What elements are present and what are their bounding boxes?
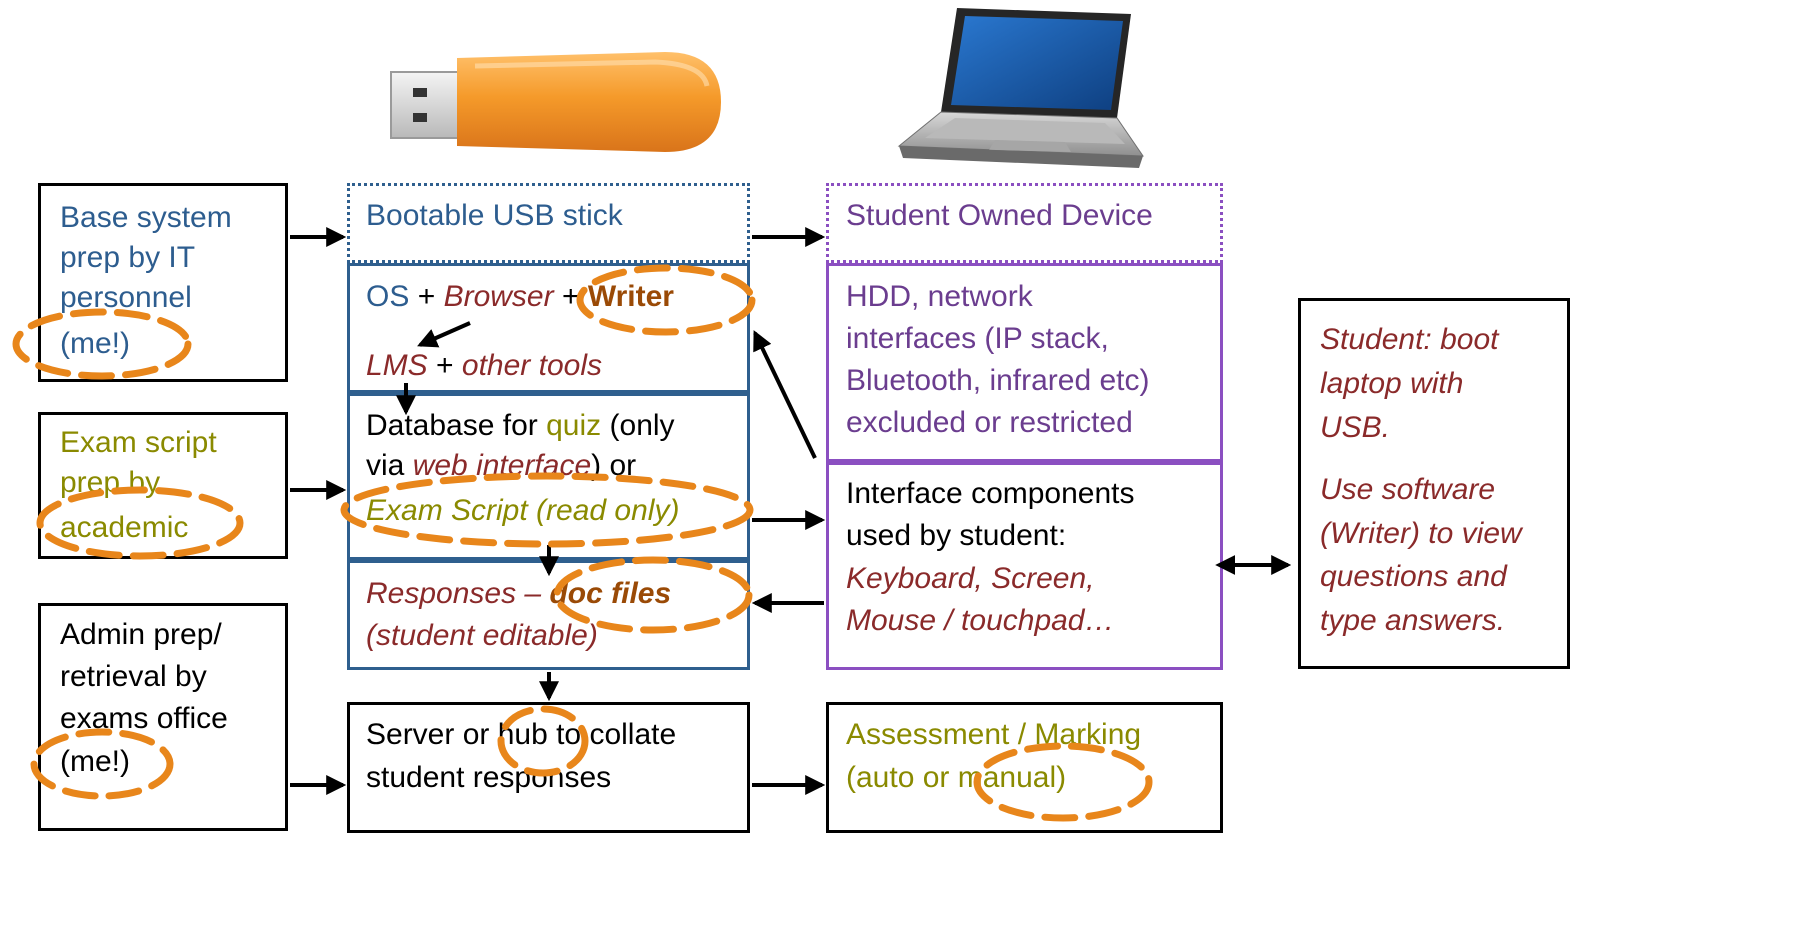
responses-label: Responses – <box>366 577 542 610</box>
via-label: via <box>366 449 405 482</box>
base-line-1: Base system <box>60 201 232 234</box>
only-label: (only <box>609 409 675 442</box>
arrow-interface-to-writer <box>753 330 817 459</box>
highlight-me-1 <box>12 308 192 380</box>
note-line-2: laptop with <box>1320 367 1464 400</box>
highlight-academic <box>36 486 244 560</box>
plus-sign: + <box>561 280 580 313</box>
note-line-5: (Writer) to view <box>1320 517 1522 550</box>
interface-line-1: Interface components <box>846 477 1135 510</box>
exam-line-3: academic <box>60 511 189 544</box>
highlight-exam-script <box>340 472 754 548</box>
interface-line-3: Keyboard, Screen, <box>846 562 1095 595</box>
highlight-hub <box>497 705 589 777</box>
other-tools-label: other tools <box>461 349 602 382</box>
lms-label: LMS <box>366 349 428 382</box>
admin-line-2: retrieval by <box>60 660 207 693</box>
highlight-manual <box>973 742 1153 822</box>
admin-line-4: (me!) <box>60 745 130 778</box>
usb-os-line-2: LMS + other tools <box>366 348 602 384</box>
os-label: OS <box>366 280 410 313</box>
base-line-3: personnel <box>60 281 192 314</box>
student-editable-label: (student editable) <box>366 619 598 652</box>
device-title: Student Owned Device <box>846 199 1153 232</box>
assessment-box <box>826 702 1223 833</box>
database-prefix: Database for <box>366 409 538 442</box>
highlight-me-2 <box>30 728 174 800</box>
usb-title: Bootable USB stick <box>366 199 623 232</box>
admin-line-1: Admin prep/ <box>60 618 222 651</box>
server-line-1: Server or hub to collate <box>366 718 677 751</box>
hdd-line-2: interfaces (IP stack, <box>846 322 1109 355</box>
hdd-line-1: HDD, network <box>846 280 1033 313</box>
hdd-line-3: Bluetooth, infrared etc) <box>846 364 1150 397</box>
doc-files-label: doc files <box>549 577 672 610</box>
plus-sign: + <box>417 280 436 313</box>
base-line-4: (me!) <box>60 327 130 360</box>
interface-line-4: Mouse / touchpad… <box>846 604 1115 637</box>
admin-prep-box <box>38 603 288 831</box>
student-instructions-box <box>1298 298 1570 669</box>
arrow-writer-to-lms <box>417 321 471 348</box>
usb-os-line-1: OS + Browser + Writer <box>366 279 674 315</box>
note-line-4: Use software <box>1320 473 1496 506</box>
highlight-writer <box>576 264 756 336</box>
server-hub-box <box>347 702 750 833</box>
bootable-usb-header <box>347 183 750 263</box>
student-device-header <box>826 183 1223 263</box>
highlight-doc-files <box>553 556 753 634</box>
note-line-3: USB. <box>1320 411 1391 444</box>
usb-os-box <box>347 263 750 393</box>
device-hdd-box <box>826 263 1223 462</box>
laptop-icon <box>897 8 1144 168</box>
assessment-line-2: (auto or manual) <box>846 761 1067 794</box>
interface-line-2: used by student: <box>846 519 1067 552</box>
quiz-label: quiz <box>546 409 602 442</box>
usb-stick-icon <box>390 52 721 152</box>
exam-script-label: Exam Script (read only) <box>366 494 680 527</box>
browser-label: Browser <box>443 280 554 313</box>
exam-line-1: Exam script <box>60 426 217 459</box>
hdd-line-4: excluded or restricted <box>846 406 1133 439</box>
note-line-1: Student: boot <box>1320 323 1499 356</box>
base-system-box <box>38 183 288 382</box>
usb-responses-line-1: Responses – doc files <box>366 576 671 612</box>
writer-label: Writer <box>587 280 674 313</box>
base-line-2: prep by IT <box>60 241 196 274</box>
note-line-7: type answers. <box>1320 604 1506 637</box>
note-line-6: questions and <box>1320 560 1507 593</box>
plus-sign: + <box>436 349 454 382</box>
usb-db-line-1: Database for quiz (only <box>366 408 675 444</box>
